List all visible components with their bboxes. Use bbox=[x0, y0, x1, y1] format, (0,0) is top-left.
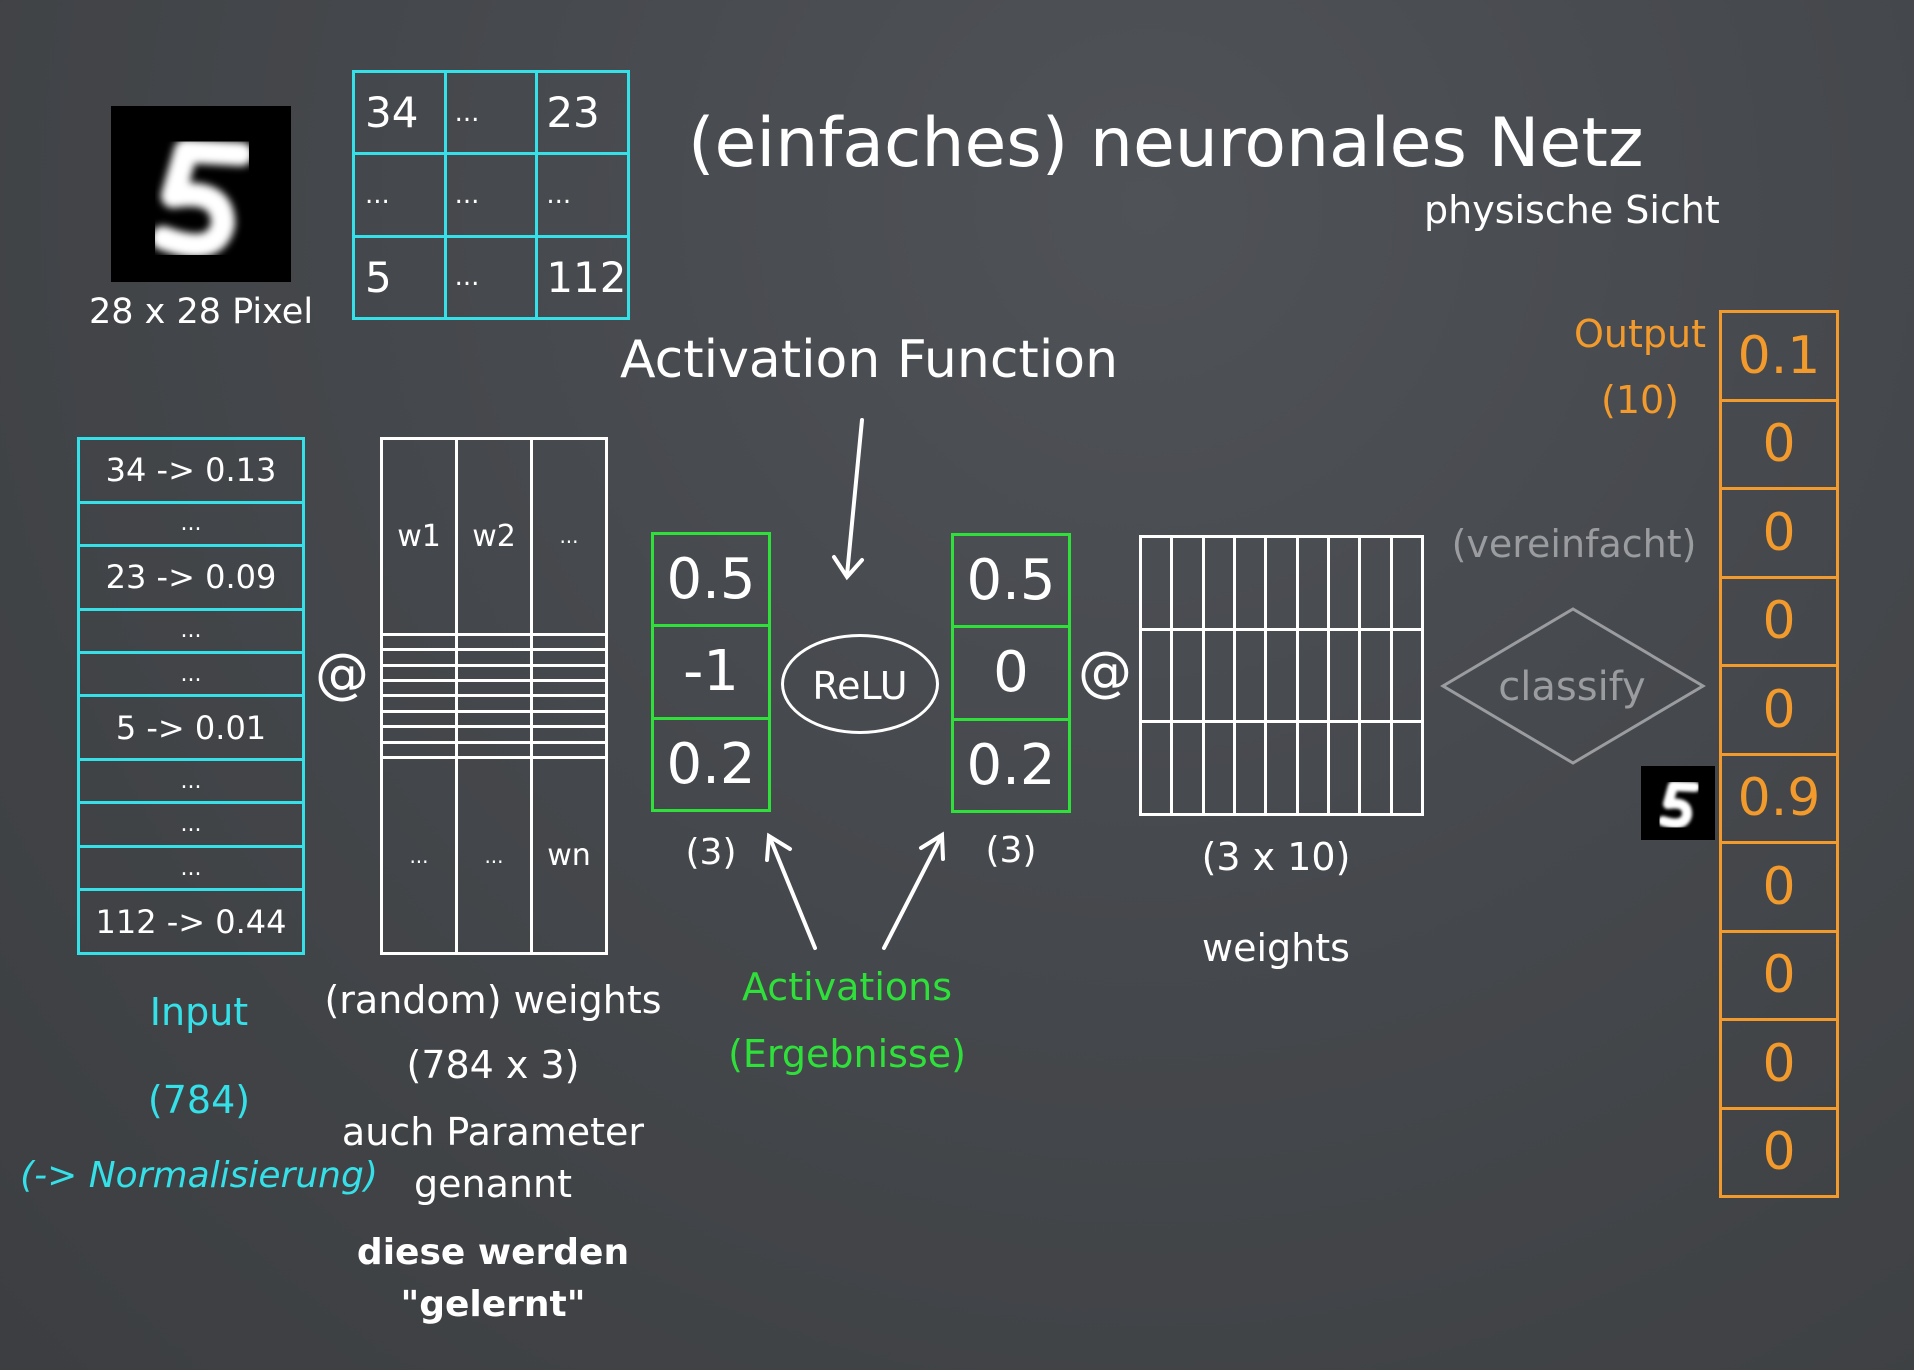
page-subtitle: physische Sicht bbox=[1424, 188, 1720, 232]
activation-value: 0 bbox=[951, 625, 1071, 721]
page-title: (einfaches) neuronales Netz bbox=[688, 104, 1644, 183]
classify-note: (vereinfacht) bbox=[1451, 522, 1697, 566]
input-cell: 34 -> 0.13 bbox=[77, 437, 305, 504]
activations2-size: (3) bbox=[985, 830, 1037, 871]
weights1-note: auch Parameter bbox=[341, 1110, 645, 1154]
classify-diamond bbox=[1440, 607, 1706, 765]
weight-footer-cell: ... bbox=[380, 756, 458, 955]
pixel-cell: 5 bbox=[352, 234, 447, 321]
output-value: 0 bbox=[1719, 398, 1839, 490]
matmul-operator: @ bbox=[1078, 640, 1132, 703]
matmul-operator: @ bbox=[315, 642, 369, 705]
activation-value: 0.5 bbox=[651, 531, 771, 628]
output-label: Output bbox=[1574, 312, 1706, 356]
output-value: 0 bbox=[1719, 841, 1839, 933]
activation-value: 0.5 bbox=[951, 532, 1071, 629]
arrow-to-activations1 bbox=[765, 832, 817, 950]
pixel-cell: 23 bbox=[535, 69, 630, 156]
weights1-size: (784 x 3) bbox=[406, 1043, 580, 1087]
input-cell: ... bbox=[77, 607, 305, 655]
activations-vector-post-relu: 0.5 0 0.2 bbox=[951, 532, 1071, 814]
activations-vector-pre-relu: 0.5 -1 0.2 bbox=[651, 531, 771, 813]
activations-sublabel: (Ergebnisse) bbox=[728, 1032, 966, 1076]
input-cell: 112 -> 0.44 bbox=[77, 888, 305, 955]
activation-value: -1 bbox=[651, 624, 771, 720]
weights1-label: (random) weights bbox=[324, 978, 662, 1022]
output-value: 0 bbox=[1719, 487, 1839, 579]
weight-footer-cell: ... bbox=[455, 756, 533, 955]
pixel-cell: ... bbox=[443, 234, 539, 321]
input-label: Input bbox=[149, 990, 249, 1034]
activation-value: 0.2 bbox=[651, 716, 771, 813]
input-cell: 5 -> 0.01 bbox=[77, 694, 305, 762]
input-normalization-note: (-> Normalisierung) bbox=[20, 1155, 378, 1196]
activations-label: Activations bbox=[741, 965, 953, 1009]
input-cell: ... bbox=[77, 758, 305, 805]
weights1-learned-note: "gelernt" bbox=[400, 1284, 586, 1325]
input-cell: ... bbox=[77, 844, 305, 892]
weights-matrix-784x3: w1 w2 ... ... ... wn bbox=[380, 437, 608, 955]
output-value: 0.9 bbox=[1719, 752, 1839, 844]
output-value: 0.1 bbox=[1719, 310, 1839, 402]
relu-node: ReLU bbox=[781, 634, 939, 734]
input-cell: ... bbox=[77, 651, 305, 698]
classify-label: classify bbox=[1498, 664, 1646, 710]
output-value: 0 bbox=[1719, 575, 1839, 667]
input-size: (784) bbox=[147, 1078, 251, 1122]
relu-label: ReLU bbox=[812, 664, 908, 708]
pixel-cell: 112 bbox=[535, 234, 630, 321]
pixel-value-grid: 34 ... 23 ... ... ... 5 ... 112 bbox=[352, 69, 630, 321]
mnist-digit-image bbox=[111, 106, 291, 282]
weight-header-cell: w1 bbox=[380, 437, 458, 636]
weight-footer-cell: wn bbox=[530, 756, 608, 955]
pixel-cell: ... bbox=[443, 69, 539, 156]
output-size: (10) bbox=[1600, 378, 1680, 422]
arrow-activation-function bbox=[832, 418, 864, 581]
output-value: 0 bbox=[1719, 664, 1839, 756]
weights1-learned-note: diese werden bbox=[356, 1232, 630, 1273]
pixel-cell: ... bbox=[352, 152, 447, 238]
weights1-note: genannt bbox=[414, 1162, 572, 1206]
pixel-cell: ... bbox=[443, 152, 539, 238]
input-vector: 34 -> 0.13 ... 23 -> 0.09 ... ... 5 -> 0… bbox=[77, 437, 305, 955]
weights2-size: (3 x 10) bbox=[1201, 835, 1351, 879]
pixel-cell: ... bbox=[535, 152, 630, 238]
output-vector: 0.1 0 0 0 0 0.9 0 0 0 0 bbox=[1719, 310, 1839, 1198]
weights-matrix-3x10 bbox=[1138, 535, 1425, 816]
input-cell: ... bbox=[77, 500, 305, 548]
weight-header-cell: ... bbox=[530, 437, 608, 636]
arrow-to-activations2 bbox=[882, 831, 945, 950]
activations1-size: (3) bbox=[685, 832, 737, 873]
weights2-label: weights bbox=[1202, 926, 1350, 970]
output-value: 0 bbox=[1719, 1106, 1839, 1198]
input-cell: 23 -> 0.09 bbox=[77, 544, 305, 611]
weight-header-cell: w2 bbox=[455, 437, 533, 636]
output-value: 0 bbox=[1719, 1018, 1839, 1110]
activation-function-title: Activation Function bbox=[620, 330, 1119, 390]
pixel-cell: 34 bbox=[352, 69, 447, 156]
predicted-digit-thumbnail bbox=[1641, 766, 1715, 840]
output-value: 0 bbox=[1719, 929, 1839, 1021]
activation-value: 0.2 bbox=[951, 717, 1071, 814]
input-cell: ... bbox=[77, 801, 305, 848]
image-caption: 28 x 28 Pixel bbox=[88, 292, 314, 332]
